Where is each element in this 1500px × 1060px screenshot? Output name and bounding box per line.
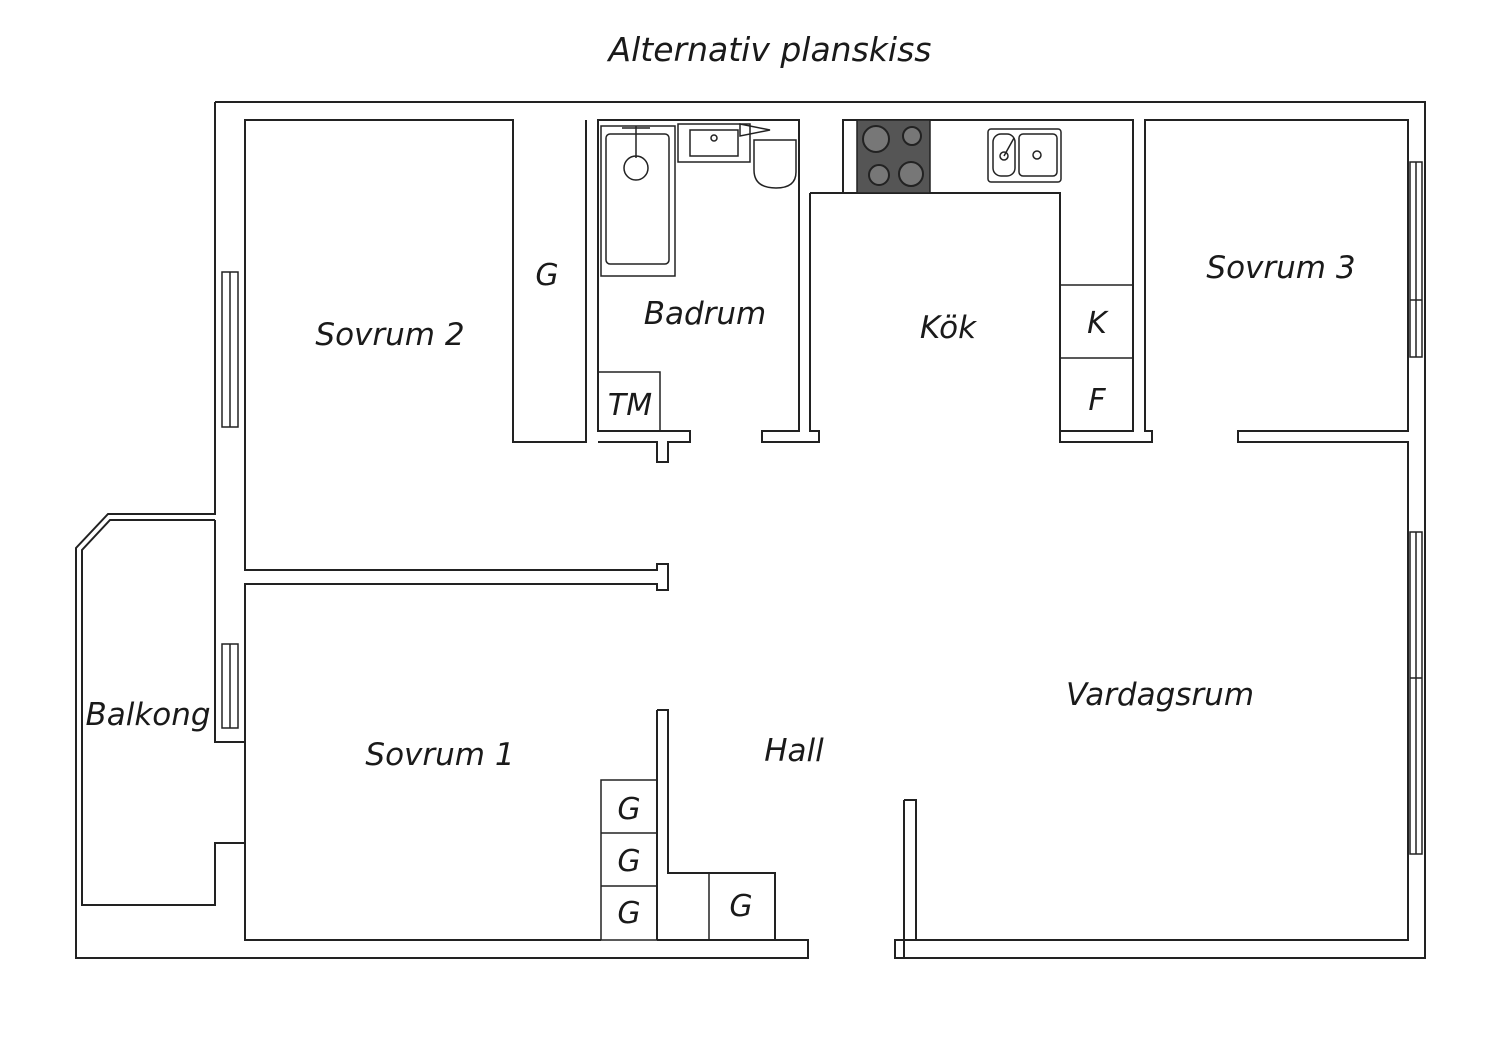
bathtub-icon xyxy=(600,125,676,277)
wardrobe-label: G xyxy=(617,896,640,931)
wardrobe-label: G xyxy=(535,258,558,293)
room-label-sovrum1: Sovrum 1 xyxy=(365,737,514,773)
wardrobe-label: G xyxy=(617,844,640,879)
washbasin-icon xyxy=(677,123,751,163)
freezer-label: F xyxy=(1088,383,1106,418)
toilet-icon xyxy=(739,123,797,189)
sink-icon xyxy=(987,128,1062,183)
wardrobe-label: G xyxy=(617,792,640,827)
room-label-badrum: Badrum xyxy=(644,296,767,332)
outer-walls xyxy=(75,101,1426,959)
wardrobe-label: G xyxy=(729,889,752,924)
window-icon xyxy=(221,161,1423,855)
room-label-vardagsrum: Vardagsrum xyxy=(1066,677,1254,713)
washing-machine-box xyxy=(597,371,661,432)
wardrobe-units xyxy=(597,284,1134,941)
room-label-balkong: Balkong xyxy=(85,697,210,733)
room-label-hall: Hall xyxy=(764,733,824,769)
stove-icon xyxy=(856,119,931,194)
washing-machine-label: TM xyxy=(608,388,652,423)
fridge-label: K xyxy=(1087,306,1109,341)
room-label-sovrum3: Sovrum 3 xyxy=(1206,250,1355,286)
room-label-kok: Kök xyxy=(920,310,977,346)
plan-title: Alternativ planskiss xyxy=(608,30,932,69)
room-label-sovrum2: Sovrum 2 xyxy=(315,317,464,353)
